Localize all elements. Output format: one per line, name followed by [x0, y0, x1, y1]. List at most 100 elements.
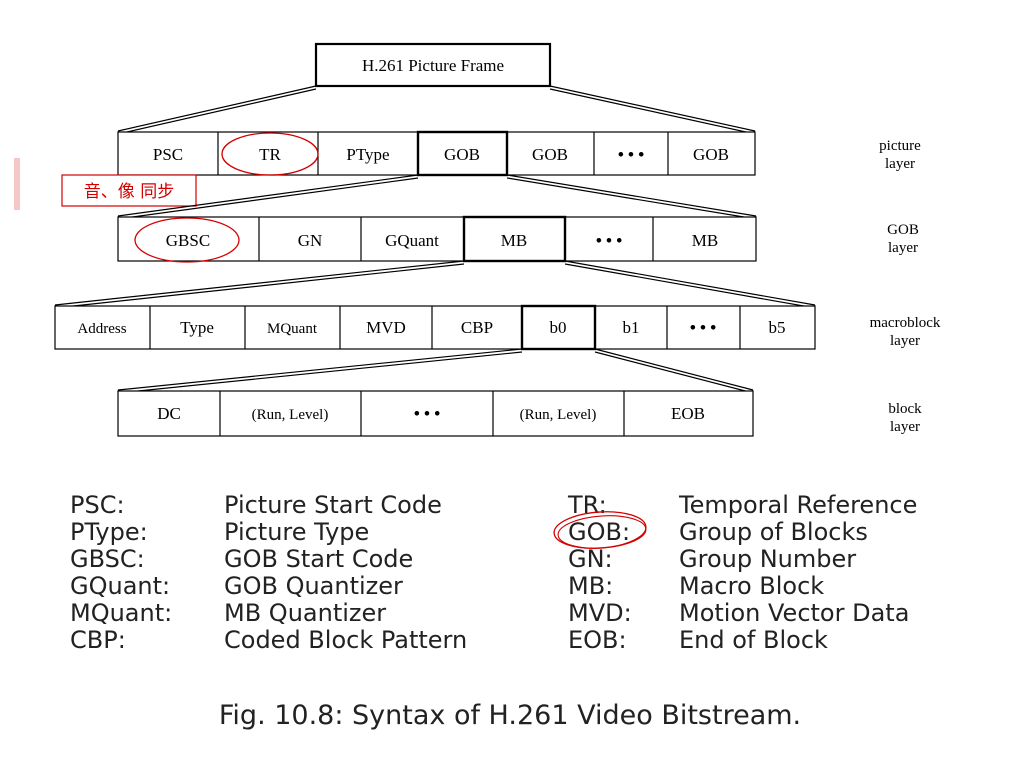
macroblock-cell-address: Address — [77, 321, 126, 337]
legend-definition: End of Block — [679, 626, 828, 654]
block-layer-row: DC (Run, Level) • • • (Run, Level) EOB b… — [117, 390, 922, 437]
legend-definition: Macro Block — [679, 572, 824, 600]
connector-line — [594, 351, 754, 394]
macroblock-row-frame — [54, 305, 816, 350]
connector-line — [117, 85, 317, 132]
connector-line — [54, 260, 465, 306]
connector-gob-macroblock — [54, 260, 816, 309]
macroblock-cell-b0: b0 — [550, 318, 567, 337]
legend-definition: GOB Quantizer — [224, 572, 403, 600]
connector-line — [117, 348, 523, 391]
picture-layer-label-line1: picture — [879, 138, 921, 154]
block-layer-label-line1: block — [888, 401, 922, 417]
figure-caption: Fig. 10.8: Syntax of H.261 Video Bitstre… — [219, 700, 801, 731]
tr-red-circle — [221, 132, 319, 176]
sync-annotation-label: 音、像 同步 — [84, 182, 174, 202]
root-frame-box: H.261 Picture Frame — [314, 42, 552, 88]
macroblock-cell-ellipsis: • • • — [690, 318, 716, 337]
gbsc-red-circle — [134, 217, 240, 263]
macroblock-layer-row: Address Type MQuant MVD CBP b0 b1 • • • … — [54, 304, 941, 351]
connector-picture-gob — [117, 174, 757, 220]
legend-definition: MB Quantizer — [224, 599, 386, 627]
picture-cell-tr: TR — [259, 145, 281, 164]
connector-line — [54, 263, 465, 309]
block-row-frame — [117, 390, 754, 437]
connector-line — [506, 174, 757, 217]
macroblock-cell-b1: b1 — [623, 318, 640, 337]
legend-definition: Picture Start Code — [224, 491, 442, 519]
legend-definition: Coded Block Pattern — [224, 626, 467, 654]
gob-layer-row: GBSC GN GQuant MB • • • MB GOB layer — [117, 215, 919, 263]
legend-definition: Motion Vector Data — [679, 599, 909, 627]
gob-mb-highlight — [462, 215, 567, 263]
macroblock-cell-cbp: CBP — [461, 318, 493, 337]
root-frame-label: H.261 Picture Frame — [362, 56, 504, 75]
connector-line — [117, 177, 419, 220]
picture-layer-label-line2: layer — [885, 156, 915, 172]
picture-cell-ptype: PType — [346, 145, 389, 164]
legend-term: GBSC: — [70, 545, 145, 573]
legend-term: EOB: — [568, 626, 627, 654]
block-cell-run-level-2: (Run, Level) — [520, 407, 597, 423]
gob-legend-red-circle — [557, 515, 647, 549]
legend-definition: Group Number — [679, 545, 856, 573]
connector-macroblock-block — [117, 348, 754, 394]
block-cell-eob: EOB — [671, 404, 705, 423]
legend-term: CBP: — [70, 626, 126, 654]
picture-gob-highlight — [416, 130, 509, 177]
gob-cell-gquant: GQuant — [385, 231, 439, 250]
sync-annotation: 音、像 同步 — [61, 174, 197, 207]
block-cell-run-level-1: (Run, Level) — [252, 407, 329, 423]
legend-term: MVD: — [568, 599, 632, 627]
gob-cell-mb-1: MB — [501, 231, 527, 250]
connector-line — [117, 88, 317, 135]
gob-cell-ellipsis: • • • — [596, 231, 622, 250]
sync-annotation-box — [61, 174, 197, 207]
legend-term: MQuant: — [70, 599, 172, 627]
connector-line — [594, 348, 754, 391]
picture-cell-gob-2: GOB — [532, 145, 568, 164]
gob-cell-mb-2: MB — [692, 231, 718, 250]
legend-term: GQuant: — [70, 572, 170, 600]
legend-term: MB: — [568, 572, 613, 600]
connector-line — [549, 85, 756, 132]
picture-cell-gob-1: GOB — [444, 145, 480, 164]
gob-layer-label-line2: layer — [888, 240, 918, 256]
legend-definition: GOB Start Code — [224, 545, 413, 573]
macroblock-cell-mquant: MQuant — [267, 321, 318, 337]
macroblock-layer-label-line1: macroblock — [870, 315, 941, 331]
block-cell-dc: DC — [157, 404, 181, 423]
legend-term: TR: — [567, 491, 607, 519]
picture-cell-gob-3: GOB — [693, 145, 729, 164]
connector-root-picture — [117, 85, 756, 135]
block-cell-ellipsis: • • • — [414, 404, 440, 423]
connector-line — [564, 260, 816, 306]
legend-definition: Group of Blocks — [679, 518, 868, 546]
macroblock-cell-type: Type — [180, 318, 214, 337]
macroblock-layer-label-line2: layer — [890, 333, 920, 349]
picture-layer-row: PSC TR PType GOB GOB • • • GOB picture l… — [117, 130, 921, 177]
legend: PSC: Picture Start Code PType: Picture T… — [70, 491, 917, 654]
root-frame-rect — [314, 42, 552, 88]
legend-term: PSC: — [70, 491, 125, 519]
legend-definition: Picture Type — [224, 518, 369, 546]
macroblock-cell-mvd: MVD — [366, 318, 406, 337]
connector-line — [549, 88, 756, 135]
picture-cell-psc: PSC — [153, 145, 183, 164]
gob-cell-gn: GN — [298, 231, 323, 250]
edge-mark — [14, 158, 20, 210]
legend-term: GN: — [568, 545, 613, 573]
macroblock-b0-highlight — [520, 304, 597, 351]
legend-term: PType: — [70, 518, 148, 546]
gob-cell-gbsc: GBSC — [166, 231, 210, 250]
connector-line — [564, 263, 816, 309]
connector-line — [117, 174, 419, 217]
picture-cell-ellipsis: • • • — [618, 145, 644, 164]
legend-term: GOB: — [568, 518, 630, 546]
gob-layer-label-line1: GOB — [887, 222, 919, 238]
legend-definition: Temporal Reference — [678, 491, 917, 519]
picture-row-frame — [117, 131, 756, 176]
block-layer-label-line2: layer — [890, 419, 920, 435]
macroblock-cell-b5: b5 — [769, 318, 786, 337]
